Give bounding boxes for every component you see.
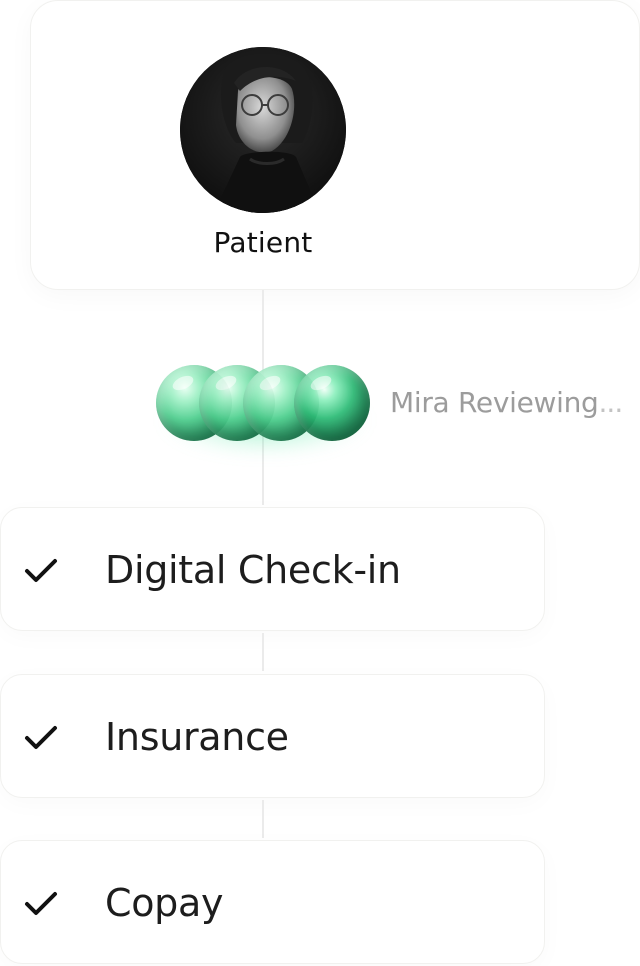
step-card-digital-check-in[interactable]: Digital Check-in xyxy=(0,507,545,631)
step-card-copay[interactable]: Copay xyxy=(0,840,545,964)
check-icon xyxy=(25,892,57,915)
orb-icon xyxy=(294,365,370,441)
patient-label: Patient xyxy=(213,226,313,259)
connector-line xyxy=(262,633,264,671)
step-label: Insurance xyxy=(105,715,289,759)
status-indicator: Mira Reviewing... xyxy=(390,386,624,419)
status-text: Mira Reviewing xyxy=(390,386,599,419)
connector-line xyxy=(262,800,264,838)
step-label: Digital Check-in xyxy=(105,548,401,592)
step-label: Copay xyxy=(105,881,224,925)
person-portrait-icon xyxy=(180,47,346,213)
check-icon xyxy=(25,726,57,749)
step-card-insurance[interactable]: Insurance xyxy=(0,674,545,798)
status-dots: ... xyxy=(598,386,624,419)
patient-avatar xyxy=(180,47,346,213)
check-icon xyxy=(25,559,57,582)
ai-agent-orbs xyxy=(150,355,380,455)
